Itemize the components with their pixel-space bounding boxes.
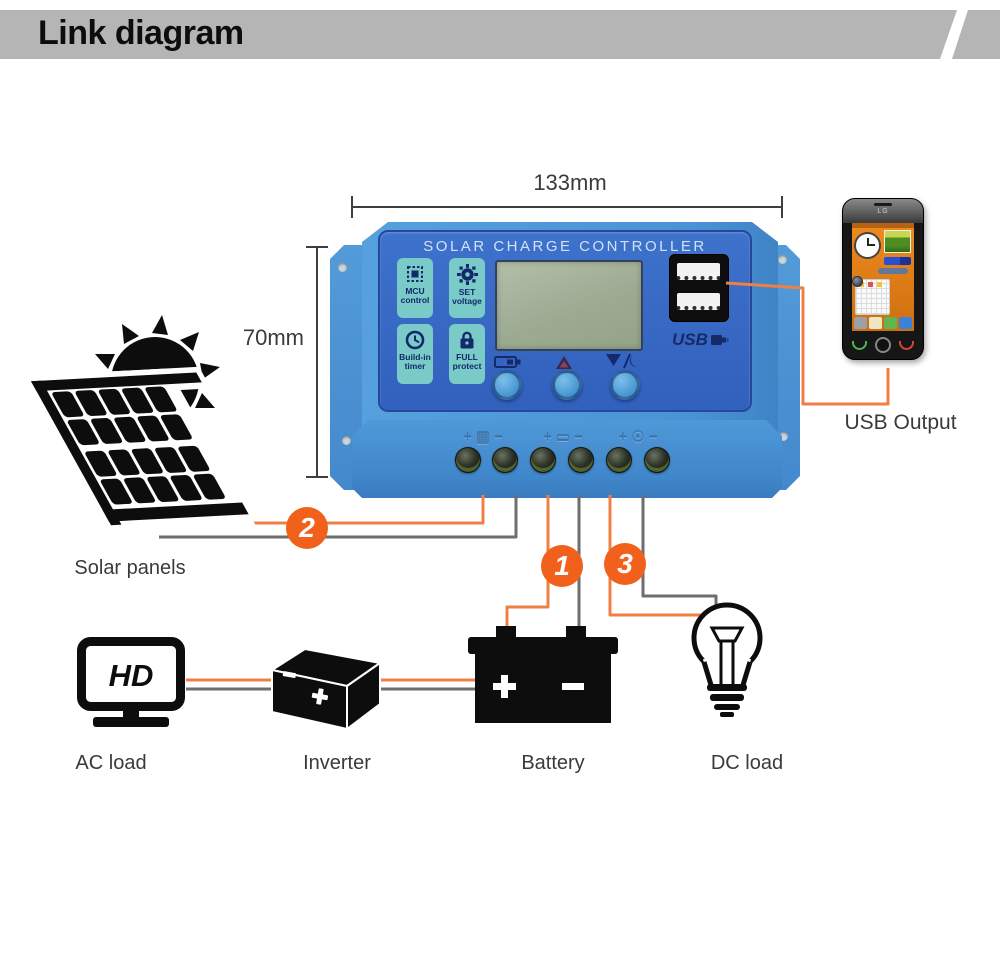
phone-earpiece-area: LG	[843, 199, 923, 223]
solar-grid-icon: ▦	[475, 429, 495, 446]
hd-logo: HD	[109, 658, 154, 693]
down-arrow-light-icon	[606, 354, 637, 369]
built-in-timer-button: Build-in timer	[397, 324, 433, 384]
phone-screen	[852, 223, 914, 331]
controller-button-down	[610, 370, 640, 400]
inverter-label: Inverter	[303, 752, 371, 774]
bulb-glyph-icon: ☉	[631, 429, 649, 446]
terminal-screw	[530, 447, 556, 473]
dc-load-label: DC load	[710, 752, 784, 774]
terminal-screw	[606, 447, 632, 473]
solar-panel-icon	[20, 366, 256, 533]
controller-terminal-block: +▦− +▭− +☉−	[352, 420, 782, 498]
solar-panels-label: Solar panels	[74, 557, 186, 579]
call-button-icon	[852, 340, 867, 350]
phone-hardware-buttons	[843, 331, 923, 359]
usb-port-icon	[677, 263, 720, 280]
clock-icon	[405, 330, 425, 350]
mcu-control-button: MCU control	[397, 258, 433, 318]
photo-widget	[884, 230, 911, 253]
terminal-screw	[492, 447, 518, 473]
ac-load-label: AC load	[75, 752, 147, 774]
gear-icon	[456, 264, 478, 285]
height-dimension-label: 70mm	[242, 325, 304, 350]
globe-icon	[852, 276, 863, 287]
load-terminal-label: +☉−	[618, 429, 662, 446]
usb-logo: USB	[672, 329, 742, 351]
phone-widget-bar	[884, 257, 911, 265]
dc-load-bulb-icon	[691, 602, 763, 717]
battery-label: Battery	[521, 752, 585, 774]
chip-icon	[407, 266, 423, 282]
battery-terminal-label: +▭−	[543, 429, 587, 446]
usb-output-label: USB Output	[844, 411, 957, 434]
dock-icon	[899, 316, 912, 329]
phone-widget-bar	[878, 268, 908, 274]
set-voltage-button: SET voltage	[449, 258, 485, 318]
mobile-phone: LG	[842, 198, 924, 360]
lock-icon	[460, 331, 474, 349]
battery-indicator-icon	[494, 356, 521, 368]
dual-usb-ports	[669, 254, 729, 322]
controller-face-panel: SOLAR CHARGE CONTROLLER MCU control	[378, 230, 752, 412]
dock-icon	[869, 316, 882, 329]
solar-negative-wire	[159, 495, 518, 539]
terminal-screw	[644, 447, 670, 473]
lcd-display	[495, 260, 643, 351]
load-negative-wire	[641, 495, 718, 606]
negative-wires	[159, 495, 718, 691]
controller-button-battery	[492, 370, 522, 400]
clock-widget-icon	[854, 232, 881, 259]
inverter-icon	[271, 648, 381, 730]
earpiece-icon	[874, 203, 892, 206]
screw-hole	[338, 263, 347, 272]
screw-hole	[779, 432, 788, 441]
dock-icon	[854, 316, 867, 329]
phone-status-bar	[852, 223, 914, 228]
usb-plug-icon	[710, 335, 729, 345]
terminal-screw	[455, 447, 481, 473]
header-band-accent	[952, 10, 1000, 59]
full-protect-button: FULL protect	[449, 324, 485, 384]
battery-icon	[468, 626, 618, 723]
phone-dock	[853, 316, 913, 329]
header-band	[0, 10, 957, 59]
dock-icon	[884, 316, 897, 329]
solar-positive-wire	[193, 495, 485, 525]
callout-3-dc-load: 3	[604, 543, 646, 585]
page-title: Link diagram	[38, 14, 244, 52]
controller-title: SOLAR CHARGE CONTROLLER	[423, 238, 707, 255]
controller-button-up	[552, 370, 582, 400]
solar-terminal-label: +▦−	[463, 429, 507, 446]
end-call-button-icon	[899, 340, 914, 350]
screw-hole	[342, 436, 351, 445]
callout-1-battery: 1	[541, 545, 583, 587]
up-arrow-icon	[556, 356, 572, 369]
width-dimension-label: 133mm	[533, 170, 607, 195]
battery-glyph-icon: ▭	[555, 429, 575, 446]
usb-port-icon	[677, 293, 720, 310]
width-dimension-line	[351, 196, 783, 218]
height-dimension-line	[306, 246, 328, 478]
ac-load-tv-icon: HD	[77, 637, 185, 727]
phone-brand: LG	[877, 208, 889, 215]
callout-2-solar: 2	[286, 507, 328, 549]
home-button-icon	[875, 337, 891, 353]
screw-hole	[778, 255, 787, 264]
sun-icon	[90, 315, 220, 438]
terminal-screw	[568, 447, 594, 473]
